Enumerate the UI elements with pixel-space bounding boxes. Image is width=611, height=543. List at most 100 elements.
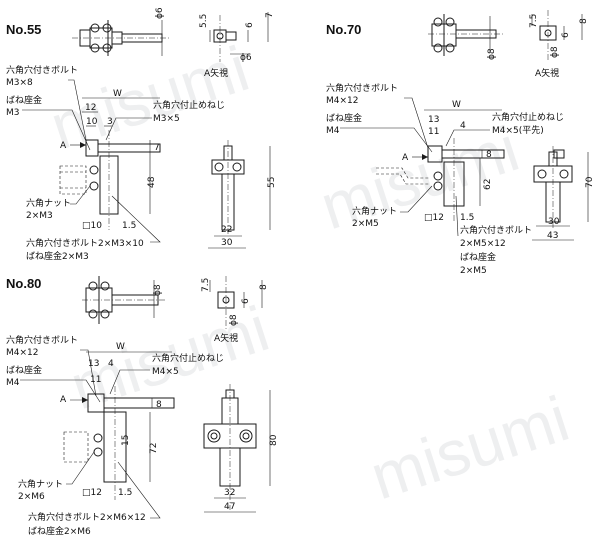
- svg-text:六角穴付きボルト: 六角穴付きボルト: [6, 64, 78, 76]
- svg-text:2×M5×12: 2×M5×12: [460, 239, 506, 249]
- svg-text:六角ナット: 六角ナット: [352, 205, 397, 217]
- svg-text:□12: □12: [424, 213, 444, 223]
- svg-text:1.5: 1.5: [118, 488, 132, 498]
- svg-text:六角穴付きボルト: 六角穴付きボルト: [326, 82, 398, 94]
- svg-text:6: 6: [241, 298, 251, 304]
- svg-text:ϕ8: ϕ8: [487, 48, 497, 60]
- svg-text:15: 15: [121, 435, 131, 446]
- svg-text:M4×5: M4×5: [152, 367, 179, 377]
- svg-text:2×M3: 2×M3: [26, 211, 53, 221]
- svg-text:六角穴付きボルト: 六角穴付きボルト: [6, 334, 78, 346]
- svg-text:A: A: [402, 153, 409, 163]
- svg-text:62: 62: [483, 179, 493, 190]
- svg-text:ばね座金2×M6: ばね座金2×M6: [28, 525, 91, 537]
- svg-text:6: 6: [245, 22, 255, 28]
- top-view-no55: ϕ6: [72, 7, 170, 56]
- svg-text:ϕ8: ϕ8: [550, 46, 560, 58]
- svg-text:2×M5: 2×M5: [352, 219, 379, 229]
- svg-text:M4×12: M4×12: [326, 96, 358, 106]
- section-no70: No.70 ϕ8 7.5 6 8 ϕ8 A矢視 六角穴付きボルト M4×12: [326, 10, 595, 276]
- front-view-no80: 32 47 80: [203, 384, 279, 513]
- svg-text:M4×5(平先): M4×5(平先): [492, 124, 544, 136]
- svg-text:2×M5: 2×M5: [460, 266, 487, 276]
- svg-text:13: 13: [428, 115, 439, 125]
- svg-text:8: 8: [156, 400, 162, 410]
- svg-text:ばね座金2×M3: ばね座金2×M3: [26, 250, 89, 262]
- svg-text:M3×8: M3×8: [6, 78, 33, 88]
- svg-text:A: A: [60, 395, 67, 405]
- svg-text:2×M6: 2×M6: [18, 492, 45, 502]
- end-view-no70: 7.5 6 8 ϕ8 A矢視: [529, 10, 589, 79]
- side-view-no70: W 13 11 4 A 8 62 □12 1.5: [376, 100, 565, 223]
- end-view-no80: 7.5 6 8 ϕ8 A矢視: [201, 276, 269, 344]
- svg-text:1.5: 1.5: [460, 213, 474, 223]
- svg-text:80: 80: [269, 434, 279, 446]
- top-view-no80: ϕ8: [82, 276, 165, 324]
- svg-text:48: 48: [147, 176, 157, 188]
- front-view-no70: 30 43 70: [532, 146, 595, 241]
- svg-text:ばね座金: ばね座金: [6, 94, 42, 106]
- svg-text:六角穴付きボルト2×M6×12: 六角穴付きボルト2×M6×12: [28, 511, 146, 523]
- svg-text:W: W: [113, 89, 122, 99]
- svg-text:ϕ8: ϕ8: [153, 284, 163, 296]
- svg-text:10: 10: [86, 117, 98, 127]
- svg-text:六角穴付止めねじ: 六角穴付止めねじ: [153, 99, 225, 111]
- svg-text:8: 8: [259, 284, 269, 290]
- svg-text:W: W: [452, 100, 461, 110]
- svg-text:M3: M3: [6, 108, 20, 118]
- svg-text:ばね座金: ばね座金: [326, 112, 362, 124]
- svg-text:M4×12: M4×12: [6, 348, 38, 358]
- svg-text:32: 32: [224, 488, 235, 498]
- svg-text:M3×5: M3×5: [153, 114, 180, 124]
- svg-text:47: 47: [224, 502, 235, 512]
- svg-text:11: 11: [428, 127, 439, 137]
- view-label-no70: A矢視: [535, 67, 559, 79]
- svg-text:ばね座金: ばね座金: [460, 251, 496, 263]
- svg-text:55: 55: [267, 177, 277, 188]
- svg-text:11: 11: [90, 375, 101, 385]
- svg-text:22: 22: [221, 225, 232, 235]
- side-view-no55: W 12 10 3 7 48 A □10 1.5: [59, 89, 161, 231]
- svg-text:六角穴付止めねじ: 六角穴付止めねじ: [492, 111, 564, 123]
- svg-text:43: 43: [547, 231, 558, 241]
- title-no70: No.70: [326, 22, 361, 37]
- view-label-no80: A矢視: [214, 332, 238, 344]
- svg-text:7: 7: [154, 143, 160, 153]
- svg-text:7.5: 7.5: [529, 14, 539, 28]
- svg-text:7.5: 7.5: [201, 278, 211, 292]
- end-view-no55: 5.5 6 7 ϕ6 A矢視: [199, 12, 275, 79]
- svg-text:4: 4: [108, 359, 114, 369]
- svg-text:六角ナット: 六角ナット: [18, 478, 63, 490]
- svg-text:ϕ6: ϕ6: [155, 7, 165, 19]
- svg-text:六角穴付止めねじ: 六角穴付止めねじ: [152, 352, 224, 364]
- svg-text:8: 8: [579, 18, 589, 24]
- svg-text:12: 12: [85, 103, 96, 113]
- svg-text:□10: □10: [82, 221, 102, 231]
- svg-text:8: 8: [486, 150, 492, 160]
- svg-text:W: W: [116, 342, 125, 352]
- svg-text:70: 70: [585, 176, 595, 188]
- svg-text:M4: M4: [326, 126, 340, 136]
- section-no80: No.80 ϕ8 7.5 6 8 ϕ8 A矢視 六角穴付きボルト M4×12: [6, 276, 279, 537]
- svg-text:六角ナット: 六角ナット: [26, 197, 71, 209]
- svg-text:六角穴付きボルト2×M3×10: 六角穴付きボルト2×M3×10: [26, 237, 144, 249]
- title-no55: No.55: [6, 22, 41, 37]
- svg-text:1.5: 1.5: [122, 221, 136, 231]
- view-label-no55: A矢視: [204, 67, 228, 79]
- section-no55: No.55 ϕ6 5.5 6 7 ϕ: [6, 7, 277, 262]
- svg-text:□12: □12: [82, 488, 102, 498]
- top-view-no70: ϕ8: [428, 14, 505, 60]
- svg-text:M4: M4: [6, 378, 20, 388]
- svg-text:13: 13: [88, 359, 99, 369]
- svg-text:六角穴付きボルト: 六角穴付きボルト: [460, 224, 532, 236]
- svg-text:ϕ8: ϕ8: [229, 314, 239, 326]
- svg-text:6: 6: [561, 32, 571, 38]
- front-view-no55: 22 30 55: [208, 140, 277, 249]
- svg-text:4: 4: [460, 121, 466, 131]
- svg-text:7: 7: [265, 12, 275, 18]
- side-view-no80: W 13 4 11 A 8 15 72 □12 1.5: [60, 342, 175, 500]
- svg-text:30: 30: [221, 238, 233, 248]
- title-no80: No.80: [6, 276, 41, 291]
- svg-text:ばね座金: ばね座金: [6, 364, 42, 376]
